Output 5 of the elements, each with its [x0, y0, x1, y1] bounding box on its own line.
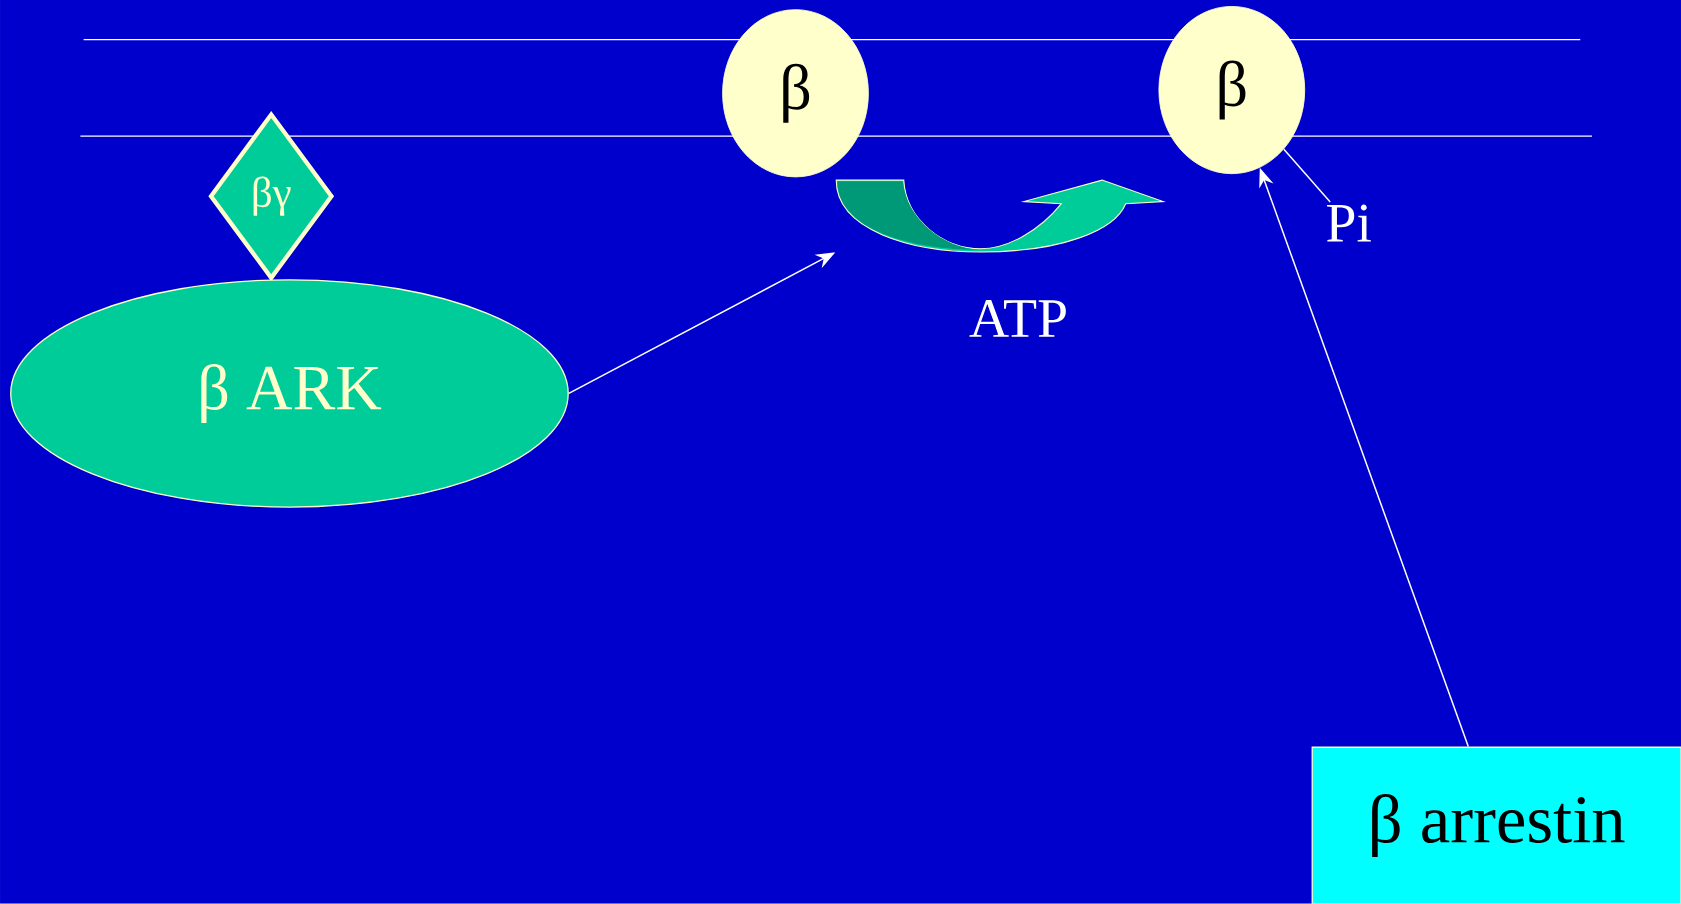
- curved-arrow: [835, 179, 1164, 253]
- node-caption: ATP: [969, 300, 1066, 337]
- node-label: Pi: [1327, 204, 1371, 242]
- leader-line: [1283, 148, 1331, 203]
- arrestin-box: β arrestin: [1311, 746, 1681, 904]
